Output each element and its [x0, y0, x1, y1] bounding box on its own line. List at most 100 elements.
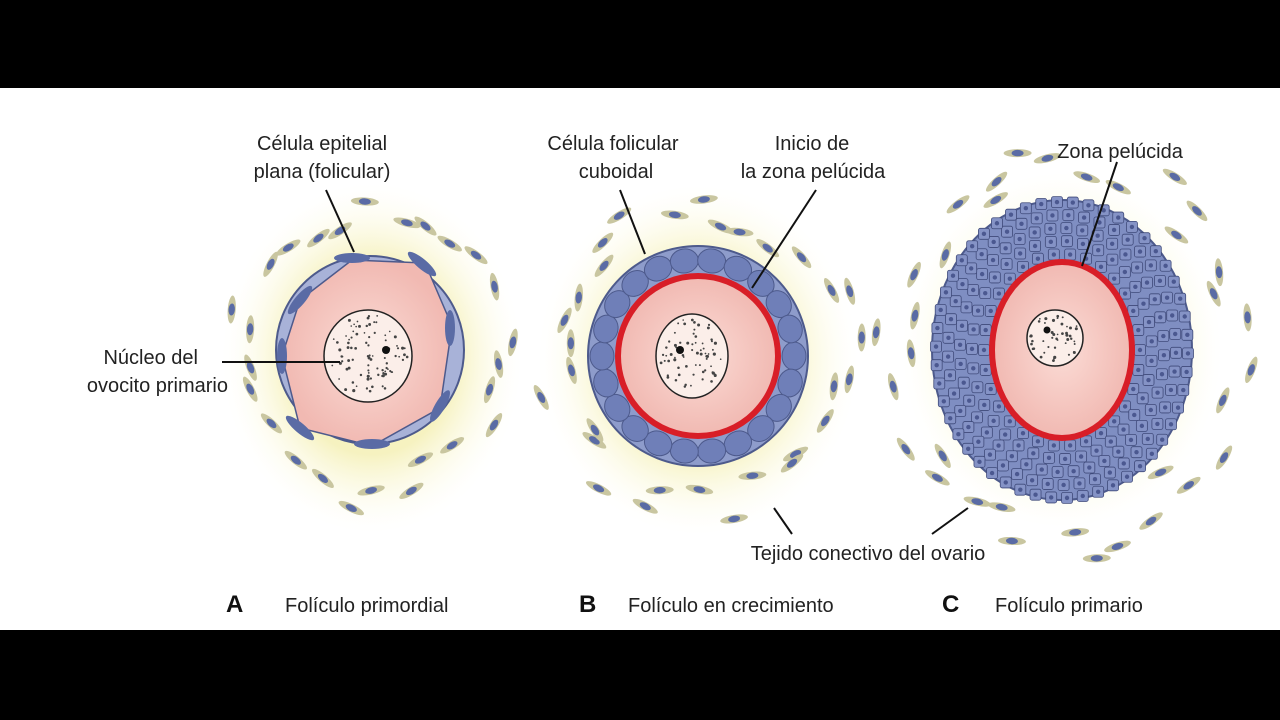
granulosa-nucleus — [1004, 229, 1010, 234]
chromatin-speck — [1056, 333, 1059, 336]
chromatin-speck — [1042, 340, 1045, 343]
chromatin-speck — [1068, 334, 1072, 338]
chromatin-speck — [1053, 355, 1057, 359]
chromatin-speck — [403, 353, 406, 357]
chromatin-speck — [367, 364, 370, 367]
chromatin-speck — [369, 377, 372, 380]
connective-cell-nucleus — [693, 486, 706, 493]
chromatin-speck — [704, 369, 707, 372]
connective-cell-nucleus — [358, 198, 371, 205]
caption-letter-c: C — [942, 591, 959, 618]
chromatin-speck — [698, 364, 701, 367]
granulosa-nucleus — [1107, 470, 1113, 475]
granulosa-nucleus — [1116, 449, 1121, 454]
granulosa-nucleus — [996, 404, 1002, 409]
granulosa-nucleus — [1161, 333, 1166, 339]
chromatin-speck — [347, 359, 351, 362]
connective-cell-nucleus — [1215, 266, 1223, 279]
granulosa-nucleus — [1122, 404, 1128, 409]
granulosa-nucleus — [1111, 276, 1117, 281]
connective-cell-nucleus — [1192, 206, 1202, 216]
granulosa-nucleus — [1136, 367, 1141, 373]
chromatin-speck — [368, 336, 371, 339]
granulosa-nucleus — [1033, 492, 1038, 497]
granulosa-nucleus — [1071, 469, 1076, 474]
granulosa-nucleus — [967, 398, 972, 403]
granulosa-nucleus — [938, 307, 943, 313]
chromatin-speck — [713, 373, 717, 377]
chromatin-speck — [1073, 340, 1076, 343]
granulosa-nucleus — [1050, 213, 1055, 218]
connective-cell-nucleus — [489, 419, 499, 431]
chromatin-speck — [375, 321, 378, 324]
flat-cell-nucleus — [277, 338, 287, 374]
connective-cell-nucleus — [282, 243, 294, 252]
granulosa-nucleus — [1077, 481, 1082, 486]
chromatin-speck — [691, 348, 694, 352]
chromatin-speck — [351, 358, 354, 361]
chromatin-c — [1029, 314, 1078, 363]
granulosa-nucleus — [1185, 351, 1191, 356]
granulosa-cells — [930, 196, 1194, 504]
granulosa-nucleus — [1055, 469, 1060, 475]
granulosa-nucleus — [988, 386, 993, 392]
chromatin-speck — [1031, 347, 1035, 351]
label-epithelial-2: plana (folicular) — [254, 161, 391, 183]
connective-cell-nucleus — [728, 515, 741, 523]
granulosa-nucleus — [1095, 233, 1100, 238]
chromatin-speck — [358, 324, 361, 328]
granulosa-nucleus — [953, 299, 958, 304]
chromatin-speck — [390, 371, 393, 373]
granulosa-nucleus — [1087, 465, 1092, 470]
chromatin-speck — [347, 366, 351, 370]
chromatin-speck — [690, 318, 694, 322]
granulosa-nucleus — [958, 408, 963, 414]
chromatin-speck — [1052, 333, 1056, 337]
cuboidal-cell — [777, 314, 803, 344]
chromatin-speck — [679, 341, 682, 344]
chromatin-speck — [336, 341, 339, 344]
chromatin-speck — [713, 341, 717, 345]
chromatin-speck — [366, 377, 370, 381]
connective-cell-nucleus — [1171, 230, 1182, 240]
chromatin-speck — [365, 387, 369, 390]
growing-follicle — [533, 185, 866, 535]
chromatin-speck — [693, 321, 696, 324]
granulosa-nucleus — [958, 361, 963, 367]
granulosa-nucleus — [1048, 226, 1053, 231]
chromatin-a — [331, 315, 409, 393]
chromatin-speck — [367, 369, 370, 372]
chromatin-speck — [352, 389, 356, 393]
chromatin-speck — [1066, 325, 1068, 328]
chromatin-speck — [384, 370, 387, 373]
chromatin-speck — [355, 385, 358, 388]
primordial-follicle — [222, 183, 522, 533]
granulosa-nucleus — [1018, 487, 1023, 492]
granulosa-nucleus — [979, 252, 984, 257]
chromatin-speck — [371, 355, 374, 357]
granulosa-nucleus — [1161, 353, 1167, 358]
chromatin-speck — [332, 338, 335, 340]
connective-cell-nucleus — [821, 415, 830, 427]
chromatin-speck — [350, 346, 353, 350]
chromatin-speck — [340, 355, 343, 358]
granulosa-nucleus — [1024, 462, 1029, 467]
granulosa-nucleus — [975, 308, 981, 313]
connective-cell-nucleus — [1041, 154, 1054, 162]
chromatin-speck — [401, 358, 405, 361]
chromatin-speck — [1065, 331, 1068, 335]
chromatin-speck — [681, 354, 685, 357]
granulosa-nucleus — [947, 373, 953, 378]
flat-cell-nucleus — [407, 251, 437, 277]
granulosa-nucleus — [981, 347, 987, 353]
granulosa-nucleus — [1031, 451, 1036, 456]
connective-cell-nucleus — [266, 418, 277, 429]
chromatin-speck — [677, 366, 680, 370]
chromatin-speck — [1051, 318, 1056, 322]
granulosa-nucleus — [951, 391, 957, 396]
connective-cell-nucleus — [941, 249, 949, 261]
granulosa-nucleus — [1061, 482, 1066, 488]
chromatin-speck — [659, 361, 663, 365]
granulosa-nucleus — [969, 346, 975, 352]
label-zp-start-2: la zona pelúcida — [741, 161, 886, 183]
